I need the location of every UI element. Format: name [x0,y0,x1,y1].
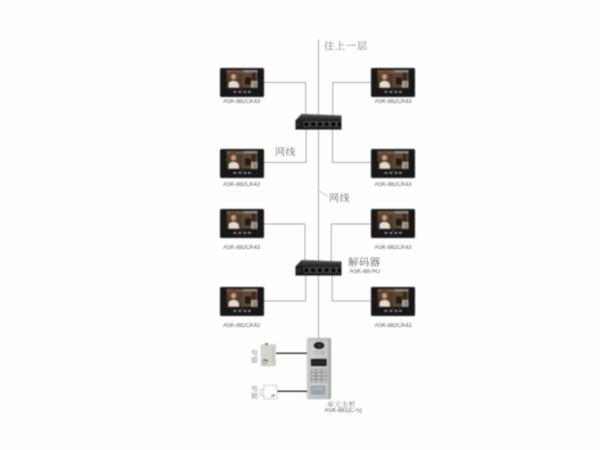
cable-row3-left [263,223,306,266]
label-power: 电源 [251,348,258,365]
switch-ports [303,120,341,127]
monitor-label-left-row2: ASK-882CK43 [223,182,260,188]
switch-top-vent [301,260,342,263]
power-terminal [265,343,269,346]
label-lock: 电锁 [251,385,258,401]
monitor-buttons[interactable] [233,229,251,234]
label-to-upper-floor: 往上一层 [324,41,367,53]
electric-lock-box [260,385,278,400]
monitor-screen [377,150,409,169]
cable-label-leader [318,190,328,197]
switch-bottom-edge [295,273,342,275]
monitor-label-left-row1: ASK-882CK43 [223,99,260,105]
monitor-buttons[interactable] [384,88,402,93]
door-station [306,338,331,399]
cable-row2-left [263,126,307,163]
power-label-strip [262,362,267,364]
keypad[interactable] [310,369,327,383]
monitor-label-right-row2: ASK-882CK43 [374,182,412,188]
lock-keyhole-mark [271,394,275,397]
monitor-buttons[interactable] [384,169,402,174]
card-reader [310,385,325,395]
door-station-inner-frame [308,339,329,398]
card-reader-slot [312,387,323,390]
power-supply-box [261,343,276,366]
network-switch-upper [295,113,342,130]
monitor-label-left-row4: ASK-882CK43 [223,323,260,329]
cable-row1-left [263,82,307,122]
label-door-station-model: ASK-881(C-S) [324,408,362,414]
door-station-panel [306,338,331,399]
monitor-buttons[interactable] [233,307,251,312]
label-cable-left: 网线 [275,146,296,159]
camera-lens-area [315,343,322,348]
monitor-label-left-row3: ASK-882CK43 [223,245,260,251]
power-marking [262,358,269,362]
camera-lens [316,344,319,347]
monitor-right-row3 [371,209,415,238]
monitor-right-row2 [371,148,415,178]
monitor-screen [377,288,409,307]
label-decoder-model: ASK-887RJ [349,269,381,275]
monitor-label-right-row1: ASK-882CK43 [374,99,412,105]
lock-latch [260,389,264,396]
switch-left-panel [297,267,301,272]
monitor-buttons[interactable] [233,88,251,93]
monitor-buttons[interactable] [384,229,402,234]
cable-row2-right [332,126,371,163]
cable-row4-left [263,272,307,302]
monitor-screen [226,288,257,307]
monitor-screen [226,150,257,169]
monitor-left-row3 [219,209,264,238]
cable-row4-right [331,272,371,302]
monitor-screen [226,70,257,88]
monitor-left-row4 [219,286,264,316]
power-inner [263,346,275,365]
camera-led [319,344,321,346]
monitor-left-row1 [219,68,264,97]
monitor-buttons[interactable] [233,169,251,174]
monitor-screen [226,211,257,229]
cable-row1-right [332,82,371,122]
speaker-holes [313,350,324,355]
monitor-screen [377,211,409,229]
label-decoder-name: 解码器 [347,257,380,270]
monitor-label-right-row3: ASK-882CK43 [374,245,412,251]
monitor-right-row4 [371,286,415,316]
cable-row3-right [330,223,371,266]
monitor-buttons[interactable] [384,307,402,312]
lock-dot [273,394,275,397]
monitor-label-right-row4: ASK-882CK43 [374,323,412,329]
switch-bottom-edge [295,127,341,129]
label-cable-trunk: 网线 [329,193,350,205]
monitor-screen [377,70,409,88]
network-switch-lower [295,259,342,276]
switch-ports [303,266,342,273]
monitor-left-row2 [219,148,264,178]
switch-left-panel [296,121,300,126]
switch-top-vent [301,114,341,117]
display-screen [311,360,325,365]
monitor-right-row1 [371,68,415,97]
power-shade [272,347,275,364]
lock-body [263,385,278,400]
